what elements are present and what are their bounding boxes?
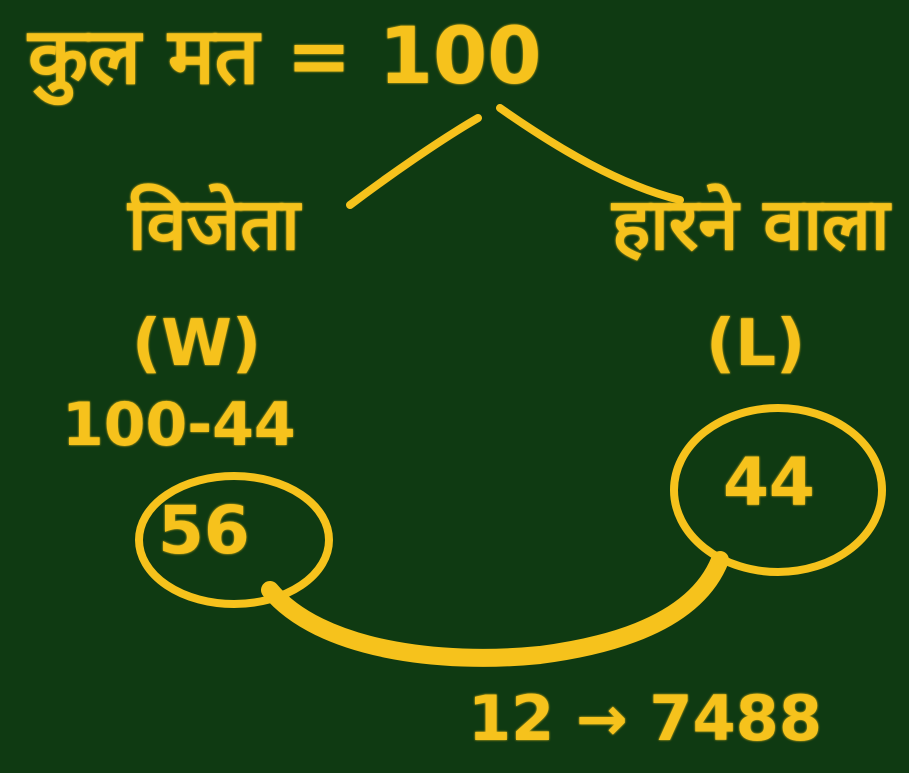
winner-value: 56: [158, 492, 250, 569]
branch-right-line: [496, 104, 684, 204]
winner-abbr: (W): [132, 307, 262, 381]
total-votes-title: कुल मत = 100: [28, 12, 542, 102]
connecting-arc: [261, 551, 729, 667]
winner-label: विजेता: [128, 182, 300, 266]
loser-label: हारने वाला: [612, 182, 890, 266]
winner-calculation: 100-44: [62, 390, 296, 460]
loser-value: 44: [723, 444, 815, 521]
loser-abbr: (L): [706, 307, 806, 381]
difference-note: 12 → 7488: [468, 682, 822, 755]
branch-left-line: [346, 114, 482, 209]
winner-circle: [135, 472, 333, 608]
loser-circle: [670, 404, 886, 576]
